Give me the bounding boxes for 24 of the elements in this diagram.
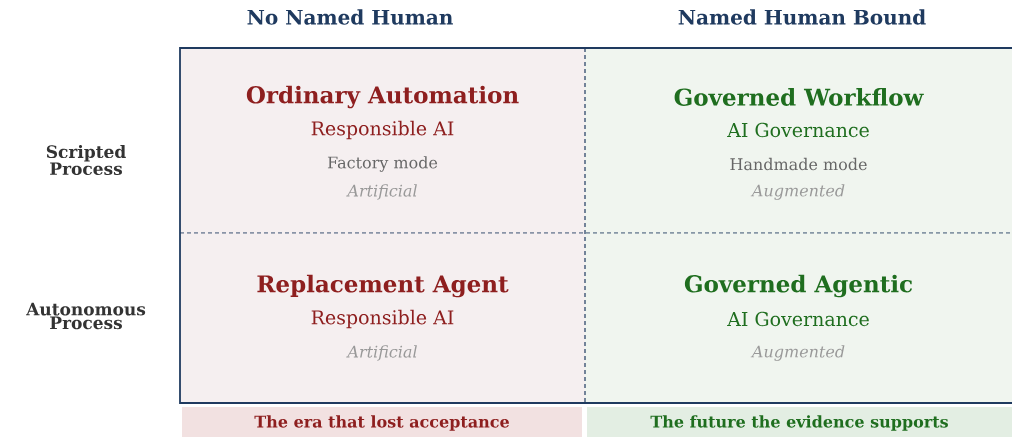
quadrant-box: Replacement Agent Responsible AI Artificial [180,233,585,403]
legend-band: The era that lost acceptance [182,407,582,437]
quadrant-box: Governed Agentic AI Governance Augmented [585,233,1012,403]
node-label: Augmented [750,184,845,200]
node-label: Ordinary Automation [246,85,519,109]
node-label: Responsible AI [311,120,454,140]
quadrant-box: Governed Workflow AI Governance Handmade mode Augmented [585,48,1012,233]
node-label: AI Governance [727,122,869,138]
node-label: AI Governance [727,311,869,327]
quadrant-box: Ordinary Automation Responsible AI Factory mode Artificial [180,48,585,233]
node-label: Augmented [750,345,845,361]
column-header: No Named Human [247,9,453,25]
column-header: Named Human Bound [678,9,926,25]
node-label: Responsible AI [311,309,454,329]
row-header: Autonomous Process [26,302,146,330]
node-label: Artificial [346,184,417,200]
node-label: Factory mode [327,156,438,172]
node-label: Handmade mode [730,157,867,171]
row-header: Scripted Process [46,144,126,176]
node-label: Artificial [346,345,417,361]
node-label: Replacement Agent [257,274,509,298]
legend-band: The future the evidence supports [587,407,1012,437]
node-label: Governed Workflow [674,88,924,106]
node-label: Governed Agentic [684,274,913,298]
